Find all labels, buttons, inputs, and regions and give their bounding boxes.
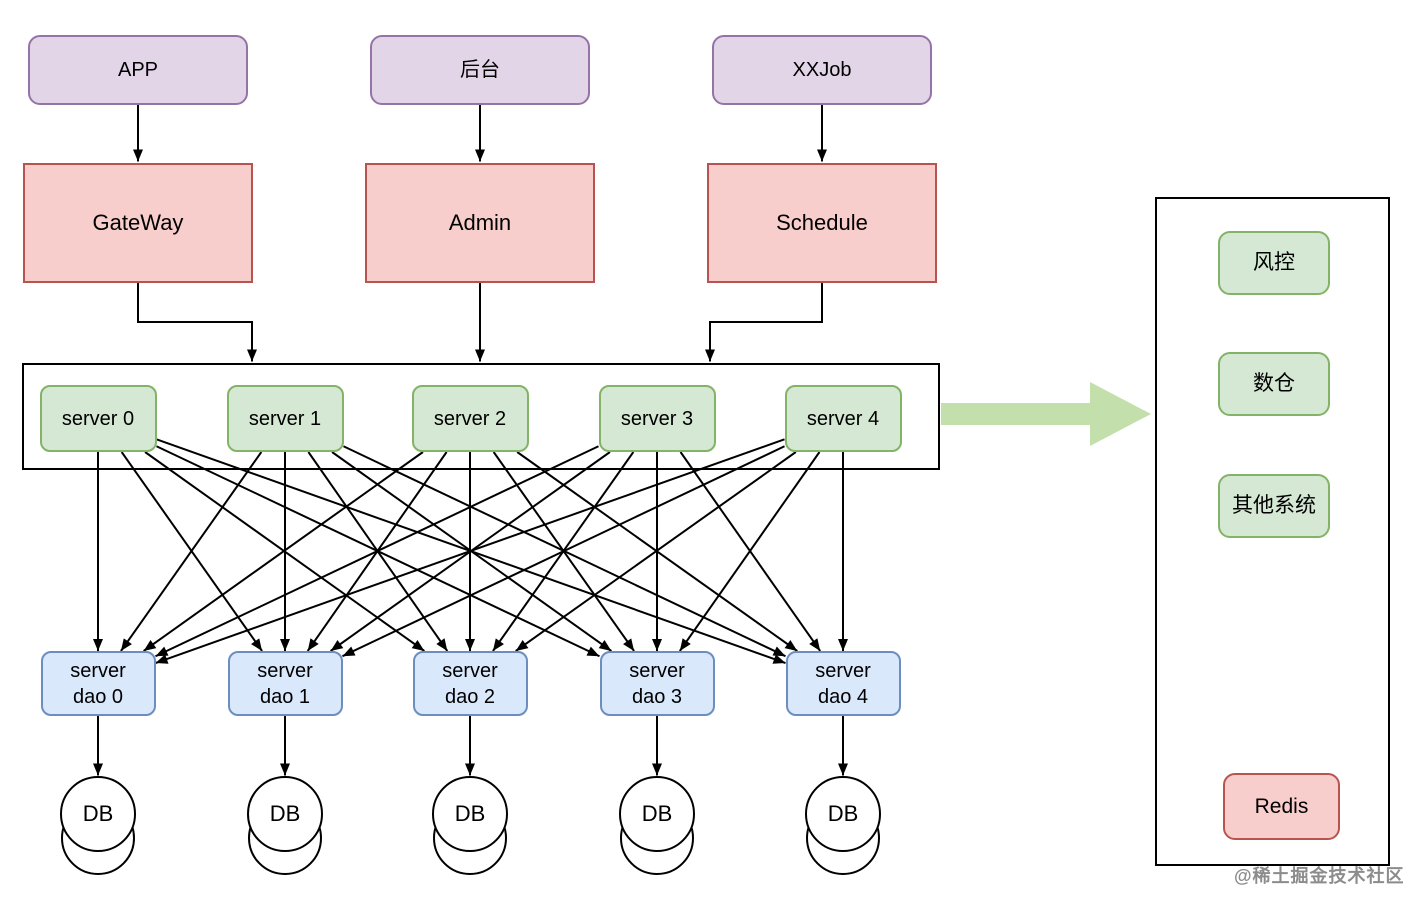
node-server-4: server 4: [784, 385, 902, 452]
node-label: 数仓: [1253, 372, 1295, 396]
node-admin: Admin: [365, 163, 595, 283]
node-label: 后台: [460, 59, 500, 81]
node-label: Redis: [1254, 794, 1309, 818]
node-other-systems: 其他系统: [1218, 474, 1330, 538]
server-cluster-box: [22, 363, 940, 470]
node-dao-1: server dao 1: [227, 651, 343, 716]
flow-arrow-right: [941, 382, 1151, 446]
edge-server-4-to-dao-0: [155, 438, 785, 664]
node-dao-0: server dao 0: [40, 651, 156, 716]
node-schedule: Schedule: [707, 163, 937, 283]
edge-server-1-to-dao-0: [120, 451, 263, 652]
node-app: APP: [28, 35, 248, 105]
db-cylinder-top: [432, 776, 508, 852]
node-label: dao 3: [631, 685, 683, 708]
node-db-2: DB: [454, 801, 486, 826]
db-cylinder-top: [247, 776, 323, 852]
node-db-0: DB: [82, 801, 114, 826]
node-label: Admin: [448, 209, 512, 235]
node-label: server 1: [248, 407, 322, 430]
node-data-warehouse: 数仓: [1218, 352, 1330, 416]
node-dao-3: server dao 3: [599, 651, 715, 716]
edge-schedule-to-cluster: [705, 283, 823, 362]
node-label: 风控: [1253, 251, 1295, 275]
node-dao-4: server dao 4: [785, 651, 901, 716]
node-label: server: [815, 659, 871, 682]
edge-server-4-to-dao-1: [342, 445, 785, 658]
node-server-3: server 3: [598, 385, 716, 452]
db-cylinder-top: [805, 776, 881, 852]
node-label: GateWay: [92, 209, 184, 235]
node-risk-control: 风控: [1218, 231, 1330, 295]
node-dao-2: server dao 2: [412, 651, 528, 716]
external-systems-panel: [1155, 197, 1390, 866]
node-label: server 0: [61, 407, 135, 430]
node-label: server: [629, 659, 685, 682]
node-label: server: [442, 659, 498, 682]
node-db-1: DB: [269, 801, 301, 826]
node-label: dao 2: [444, 685, 496, 708]
node-label: 其他系统: [1232, 494, 1316, 518]
node-label: dao 1: [259, 685, 311, 708]
node-server-1: server 1: [226, 385, 344, 452]
edge-gateway-to-cluster: [137, 283, 257, 362]
watermark-text: @稀土掘金技术社区: [1234, 866, 1405, 886]
edge-server-2-to-dao-0: [143, 451, 424, 652]
edge-server-4-to-dao-2: [515, 451, 797, 652]
node-db-4: DB: [827, 801, 859, 826]
node-label: dao 0: [72, 685, 124, 708]
node-label: server 3: [620, 407, 694, 430]
db-cylinder-top: [619, 776, 695, 852]
node-gateway: GateWay: [23, 163, 253, 283]
node-label: server 4: [806, 407, 880, 430]
edge-server-3-to-dao-0: [155, 445, 599, 658]
node-label: server: [257, 659, 313, 682]
node-backoffice: 后台: [370, 35, 590, 105]
node-redis: Redis: [1223, 773, 1340, 840]
node-label: dao 4: [817, 685, 869, 708]
node-label: server 2: [433, 407, 507, 430]
db-cylinder-top: [60, 776, 136, 852]
node-server-2: server 2: [411, 385, 529, 452]
node-label: server: [70, 659, 126, 682]
node-db-3: DB: [641, 801, 673, 826]
node-server-0: server 0: [39, 385, 157, 452]
node-label: Schedule: [776, 209, 868, 235]
node-label: APP: [117, 59, 159, 81]
node-xxjob: XXJob: [712, 35, 932, 105]
node-label: XXJob: [792, 59, 852, 81]
edge-server-4-to-dao-3: [678, 451, 821, 652]
